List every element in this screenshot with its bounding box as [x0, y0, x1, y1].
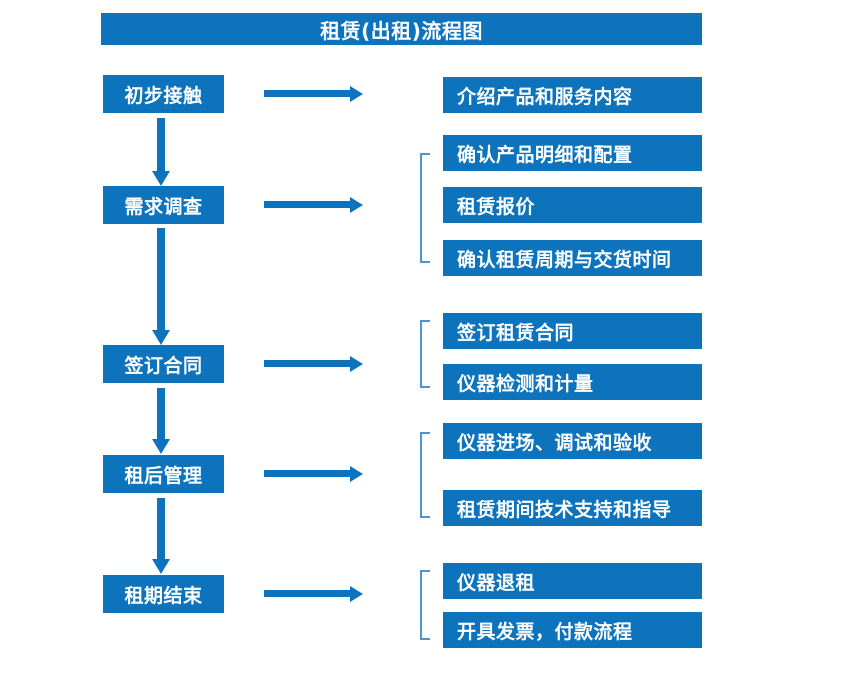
stage-box-签订合同[interactable]: 签订合同: [103, 345, 224, 383]
detail-box-仪器检测和计量[interactable]: 仪器检测和计量: [443, 364, 702, 400]
detail-box-仪器退租[interactable]: 仪器退租: [443, 563, 702, 599]
right-arrow-icon-1: [264, 83, 364, 105]
right-arrow-icon-5: [264, 583, 364, 605]
chart-title-text: 租赁(出租)流程图: [320, 18, 483, 43]
group-bracket-4: [420, 570, 430, 640]
down-arrow-icon-4: [150, 498, 172, 576]
detail-label: 介绍产品和服务内容: [457, 85, 633, 108]
detail-label: 租赁期间技术支持和指导: [457, 498, 672, 521]
down-arrow-icon-1: [150, 118, 172, 188]
detail-box-确认租赁周期与交货时间[interactable]: 确认租赁周期与交货时间: [443, 240, 702, 276]
detail-box-介绍产品和服务内容[interactable]: 介绍产品和服务内容: [443, 77, 702, 113]
detail-box-签订租赁合同[interactable]: 签订租赁合同: [443, 313, 702, 349]
detail-box-租赁期间技术支持和指导[interactable]: 租赁期间技术支持和指导: [443, 490, 702, 526]
down-arrow-icon-3: [150, 388, 172, 456]
stage-box-租后管理[interactable]: 租后管理: [103, 455, 224, 493]
right-arrow-icon-4: [264, 463, 364, 485]
stage-label: 租后管理: [124, 464, 203, 487]
detail-label: 签订租赁合同: [457, 321, 575, 344]
detail-box-开具发票付款流程[interactable]: 开具发票，付款流程: [443, 612, 702, 648]
stage-box-初步接触[interactable]: 初步接触: [103, 75, 224, 113]
stage-box-需求调查[interactable]: 需求调查: [103, 186, 224, 224]
stage-label: 需求调查: [124, 195, 203, 218]
stage-label: 租期结束: [124, 584, 203, 607]
chart-title-bar: 租赁(出租)流程图: [101, 13, 702, 45]
detail-box-租赁报价[interactable]: 租赁报价: [443, 187, 702, 223]
group-bracket-3: [420, 432, 430, 518]
detail-label: 确认租赁周期与交货时间: [457, 248, 672, 271]
detail-label: 开具发票，付款流程: [457, 620, 633, 643]
down-arrow-icon-2: [150, 228, 172, 347]
group-bracket-2: [420, 320, 430, 388]
detail-label: 仪器检测和计量: [457, 372, 594, 395]
detail-box-仪器进场调试和验收[interactable]: 仪器进场、调试和验收: [443, 423, 702, 459]
detail-label: 仪器进场、调试和验收: [457, 431, 653, 454]
stage-box-租期结束[interactable]: 租期结束: [103, 575, 224, 613]
right-arrow-icon-2: [264, 194, 364, 216]
stage-label: 初步接触: [124, 84, 203, 107]
detail-label: 仪器退租: [457, 571, 536, 594]
detail-label: 确认产品明细和配置: [457, 143, 633, 166]
group-bracket-1: [420, 153, 430, 263]
detail-box-确认产品明细和配置[interactable]: 确认产品明细和配置: [443, 135, 702, 171]
stage-label: 签订合同: [124, 354, 203, 377]
detail-label: 租赁报价: [457, 195, 536, 218]
right-arrow-icon-3: [264, 353, 364, 375]
